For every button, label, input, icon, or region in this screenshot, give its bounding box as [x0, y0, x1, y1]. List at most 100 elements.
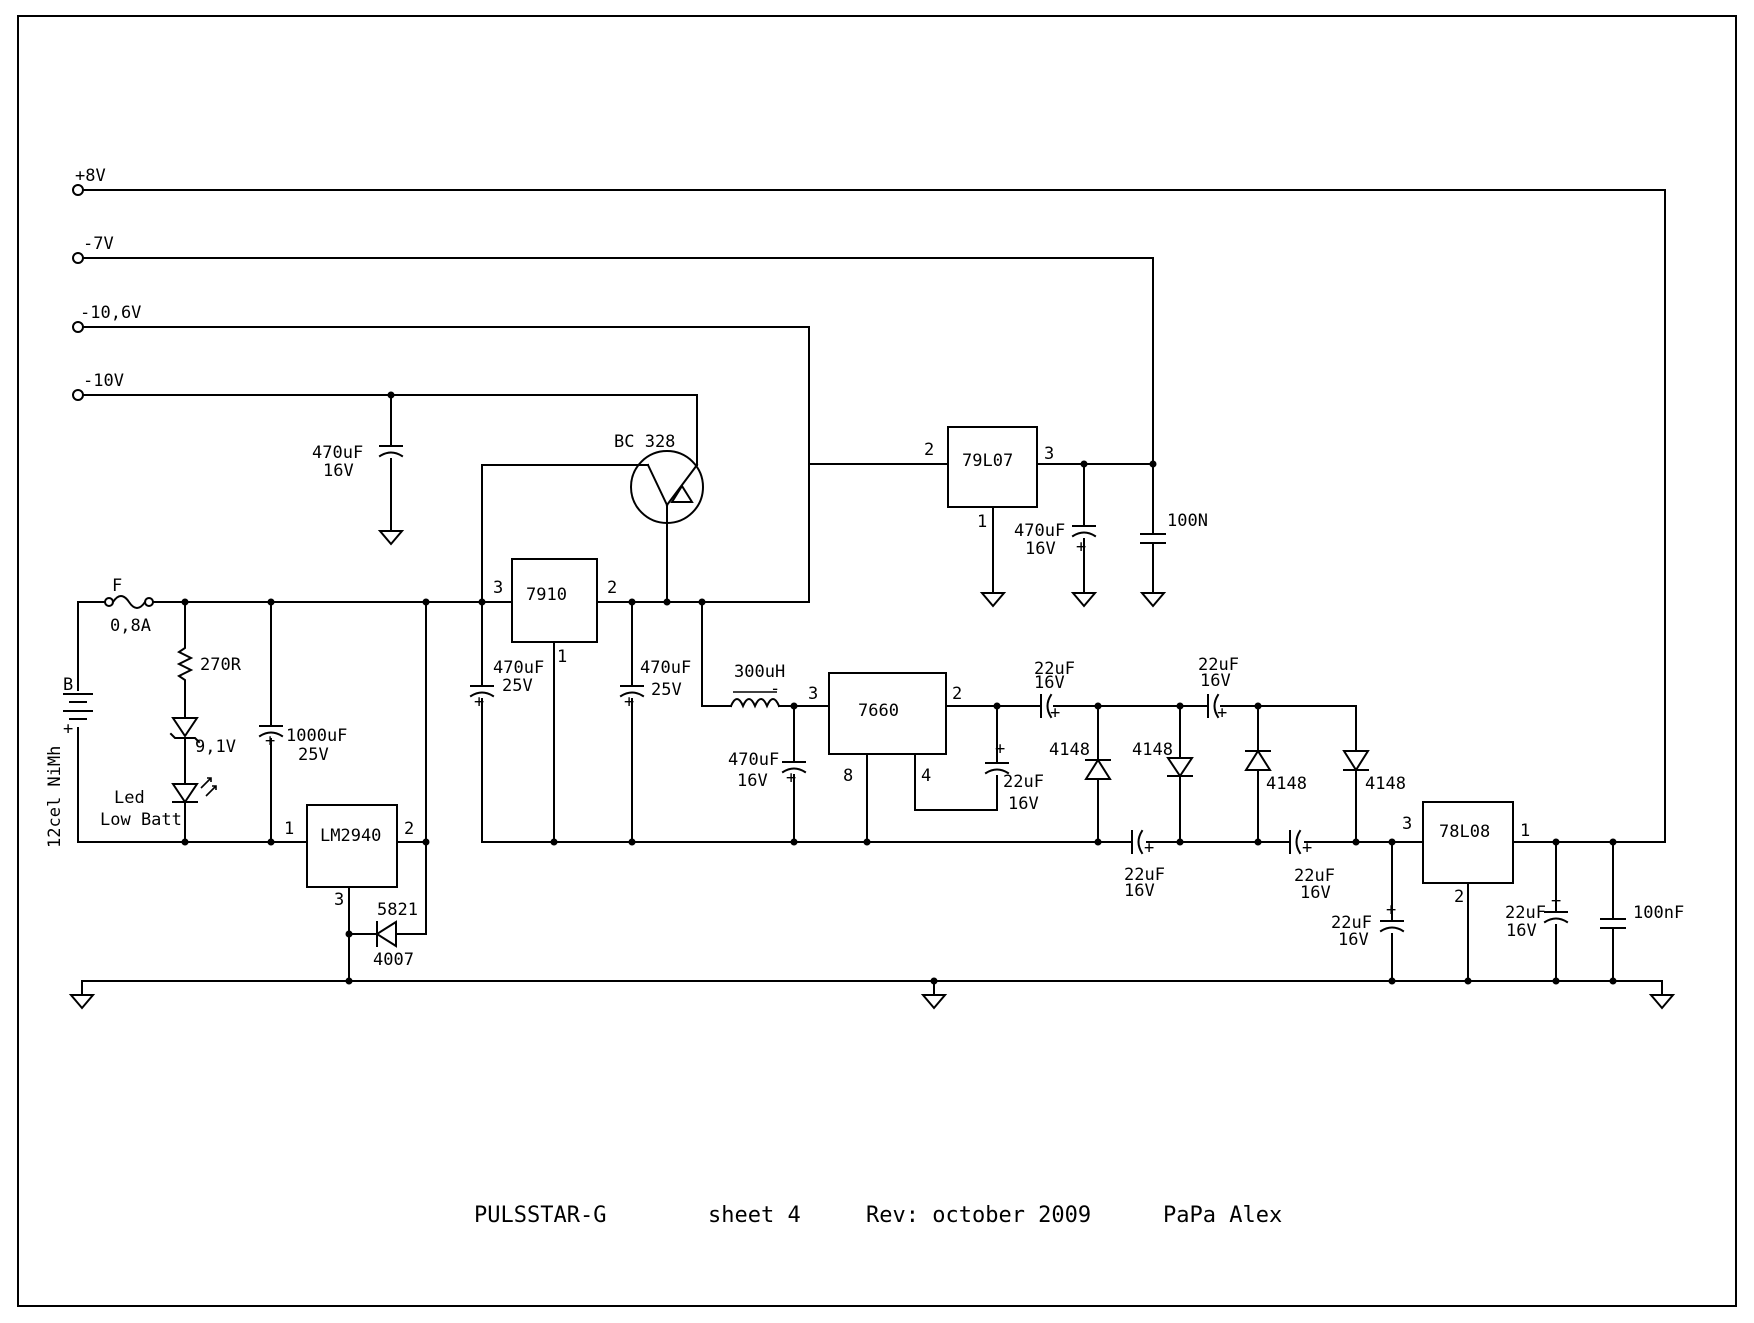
- svg-text:470uF: 470uF: [312, 443, 363, 463]
- svg-text:22uF: 22uF: [1124, 865, 1165, 885]
- svg-text:79L07: 79L07: [962, 451, 1013, 471]
- ic-78l08: 78L08 3 1 2: [1402, 801, 1666, 985]
- diode-4148-3: 4148: [1244, 705, 1307, 843]
- svg-text:16V: 16V: [1034, 673, 1065, 693]
- svg-text:2: 2: [1454, 887, 1464, 907]
- svg-text:25V: 25V: [502, 676, 533, 696]
- svg-text:16V: 16V: [1025, 539, 1056, 559]
- project-title: PULSSTAR-G: [474, 1203, 606, 1228]
- diode-5821-4007: 5821 4007: [348, 900, 427, 970]
- svg-text:4148: 4148: [1365, 774, 1406, 794]
- fuse: F 0,8A: [77, 576, 186, 636]
- svg-text:470uF: 470uF: [493, 658, 544, 678]
- svg-text:4148: 4148: [1132, 740, 1173, 760]
- svg-text:22uF: 22uF: [1505, 903, 1546, 923]
- svg-text:+: +: [1302, 838, 1312, 858]
- cap-470uf-25v-out: + 470uF 25V: [620, 601, 691, 843]
- zener-9v1: 9,1V: [169, 717, 236, 785]
- svg-text:7660: 7660: [858, 701, 899, 721]
- ic-7660: 7660 3 2 8 4: [790, 672, 1001, 843]
- svg-text:-: -: [770, 679, 780, 699]
- svg-text:270R: 270R: [200, 655, 242, 675]
- rail-minus7v: -7V: [72, 234, 1154, 465]
- svg-text:+: +: [1050, 703, 1060, 723]
- svg-text:22uF: 22uF: [1294, 866, 1335, 886]
- ground-icon: [922, 980, 946, 1009]
- svg-text:B: B: [63, 675, 73, 695]
- svg-text:22uF: 22uF: [1034, 659, 1075, 679]
- cap-22uf-top-1: + 22uF 16V: [996, 659, 1181, 723]
- svg-text:22uF: 22uF: [1198, 655, 1239, 675]
- cap-470uf-minus10v: 470uF 16V: [312, 391, 403, 545]
- cap-100nf: 100nF: [1600, 838, 1684, 985]
- rail-plus8v-label: +8V: [75, 166, 106, 186]
- svg-text:7910: 7910: [526, 585, 567, 605]
- svg-text:+: +: [474, 692, 484, 712]
- rail-minus10-6v: -10,6V: [72, 303, 810, 603]
- svg-text:1: 1: [284, 819, 294, 839]
- svg-text:2: 2: [404, 819, 414, 839]
- svg-text:5821: 5821: [377, 900, 418, 920]
- svg-text:470uF: 470uF: [728, 750, 779, 770]
- ground-icon: [1650, 980, 1674, 1009]
- svg-text:9,1V: 9,1V: [195, 737, 236, 757]
- svg-text:3: 3: [493, 578, 503, 598]
- diode-4148-2: 4148: [1132, 705, 1194, 843]
- rail-plus8v: +8V: [72, 166, 1666, 843]
- svg-text:+: +: [1386, 900, 1396, 920]
- svg-text:+: +: [1144, 838, 1154, 858]
- cap-22uf-7660-res: + 22uF 16V: [985, 705, 1044, 814]
- svg-text:22uF: 22uF: [1003, 772, 1044, 792]
- svg-text:3: 3: [334, 890, 344, 910]
- svg-text:Led: Led: [114, 788, 145, 808]
- svg-text:4148: 4148: [1266, 774, 1307, 794]
- title-block: PULSSTAR-G sheet 4 Rev: october 2009 PaP…: [474, 1203, 1282, 1228]
- cap-22uf-top-2: + 22uF 16V: [1179, 655, 1357, 723]
- svg-text:+: +: [995, 739, 1005, 759]
- svg-text:16V: 16V: [1008, 794, 1039, 814]
- ground-icon: [70, 980, 94, 1009]
- cap-22uf-78l08-out: + 22uF 16V: [1505, 838, 1568, 985]
- svg-text:3: 3: [1044, 444, 1054, 464]
- svg-text:16V: 16V: [1338, 930, 1369, 950]
- svg-text:300uH: 300uH: [734, 662, 785, 682]
- ic-79l07: 79L07 2 3 1: [808, 426, 1157, 607]
- svg-text:BC 328: BC 328: [614, 432, 675, 452]
- svg-text:78L08: 78L08: [1439, 822, 1490, 842]
- svg-text:+: +: [265, 731, 275, 751]
- svg-text:0,8A: 0,8A: [110, 616, 151, 636]
- svg-text:+: +: [1551, 891, 1561, 911]
- svg-text:2: 2: [952, 684, 962, 704]
- svg-text:8: 8: [843, 766, 853, 786]
- svg-text:16V: 16V: [1300, 883, 1331, 903]
- svg-text:1: 1: [977, 512, 987, 532]
- ic-7910: 7910 3 2 1: [481, 558, 810, 843]
- cap-470uf-7660: + 470uF 16V: [728, 705, 806, 843]
- svg-text:16V: 16V: [323, 461, 354, 481]
- transistor-bc328: BC 328: [481, 432, 704, 603]
- author: PaPa Alex: [1163, 1203, 1282, 1228]
- sheet-border: [17, 15, 1737, 1307]
- cap-1000uf: + 1000uF 25V: [259, 601, 347, 843]
- cap-22uf-78l08-in: + 22uF 16V: [1331, 838, 1404, 985]
- svg-text:LM2940: LM2940: [320, 826, 381, 846]
- svg-text:16V: 16V: [1506, 921, 1537, 941]
- svg-text:Low Batt: Low Batt: [100, 810, 182, 830]
- diode-4148-4: 4148: [1342, 705, 1406, 843]
- cap-22uf-bot-1: + 22uF 16V: [1124, 830, 1165, 901]
- svg-text:2: 2: [607, 578, 617, 598]
- svg-text:1: 1: [557, 647, 567, 667]
- svg-text:1000uF: 1000uF: [286, 726, 347, 746]
- svg-text:16V: 16V: [1124, 881, 1155, 901]
- svg-text:3: 3: [808, 684, 818, 704]
- svg-text:100N: 100N: [1167, 511, 1208, 531]
- svg-text:22uF: 22uF: [1331, 913, 1372, 933]
- rail-minus7v-label: -7V: [83, 234, 114, 254]
- svg-text:+: +: [63, 719, 73, 739]
- svg-text:16V: 16V: [737, 771, 768, 791]
- svg-text:16V: 16V: [1200, 671, 1231, 691]
- cap-22uf-bot-2: + 22uF 16V: [1289, 830, 1335, 903]
- svg-text:4007: 4007: [373, 950, 414, 970]
